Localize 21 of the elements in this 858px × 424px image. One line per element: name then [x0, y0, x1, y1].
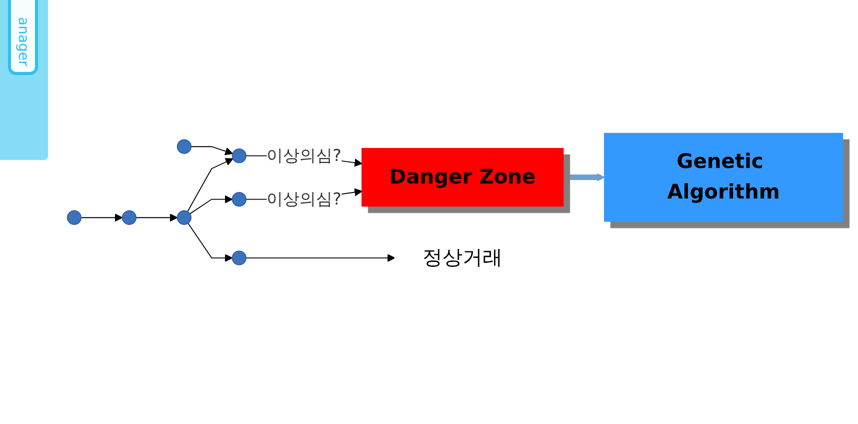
node-box: Genetic Algorithm — [604, 132, 844, 222]
node-circle — [176, 139, 192, 154]
arrow — [563, 173, 605, 182]
arrow — [188, 222, 233, 262]
edge-label: 이상의심? — [266, 190, 342, 209]
arrow — [190, 146, 233, 156]
node-circle — [66, 210, 82, 225]
edge-label: 이상의심? — [266, 146, 342, 166]
node-circle — [232, 192, 246, 207]
arrow — [246, 254, 396, 262]
node-circle — [122, 210, 137, 225]
node-circle — [232, 250, 246, 266]
node-circle — [176, 210, 192, 225]
arrow — [136, 214, 178, 222]
node-circle — [232, 148, 246, 164]
arrow — [187, 158, 234, 212]
node-text: 정상거래 — [422, 246, 503, 270]
side-tab-label: anager — [8, 0, 38, 75]
arrow — [80, 214, 123, 222]
arrow — [189, 195, 233, 214]
node-box: Danger Zone — [362, 148, 564, 207]
